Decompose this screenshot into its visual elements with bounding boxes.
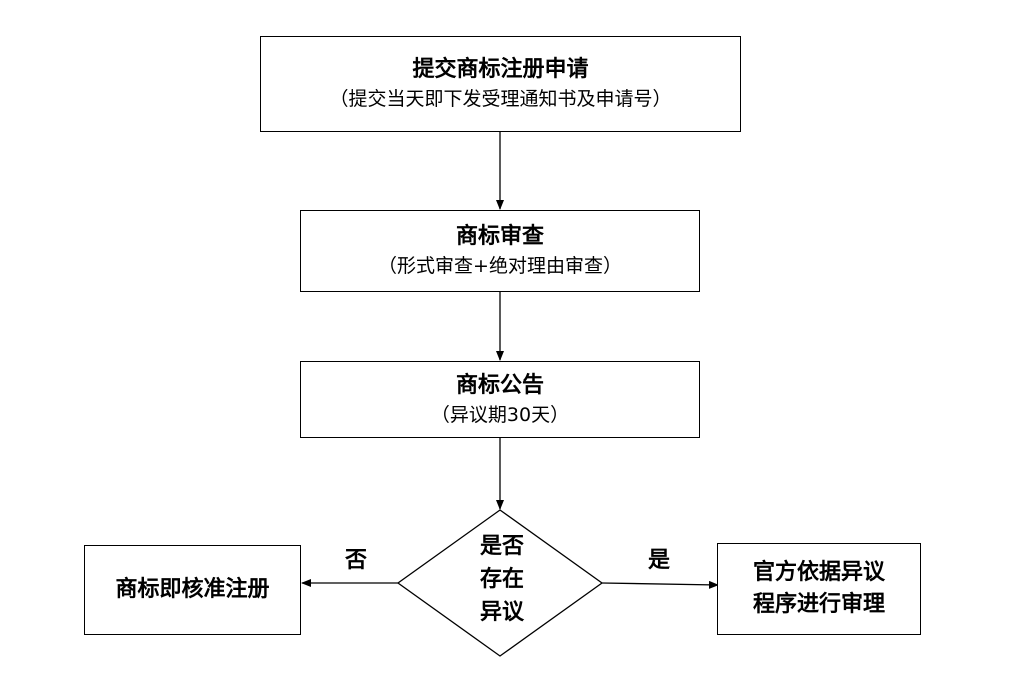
step-trademark-review: 商标审查 （形式审查+绝对理由审查） bbox=[300, 210, 700, 292]
step-trademark-announcement: 商标公告 （异议期30天） bbox=[300, 361, 700, 438]
decision-diamond bbox=[396, 509, 604, 657]
decision-yes-label: 是 bbox=[648, 548, 671, 573]
decision-label: 是否 存在 异议 bbox=[479, 534, 524, 625]
step-submit-application: 提交商标注册申请 （提交当天即下发受理通知书及申请号） bbox=[260, 36, 741, 132]
outcome-objection-text: 官方依据异议 程序进行审理 bbox=[752, 560, 885, 617]
step-announce-subtitle: （异议期30天） bbox=[430, 403, 570, 426]
step-review-title: 商标审查 bbox=[455, 224, 544, 249]
outcome-approved-text: 商标即核准注册 bbox=[115, 577, 270, 602]
arrow-decision-yes bbox=[601, 580, 719, 589]
decision-no-label: 否 bbox=[345, 548, 368, 573]
step-submit-title: 提交商标注册申请 bbox=[412, 57, 589, 82]
outcome-approved-registration: 商标即核准注册 bbox=[84, 545, 301, 635]
step-submit-subtitle: （提交当天即下发受理通知书及申请号） bbox=[329, 88, 672, 110]
outcome-objection-review: 官方依据异议 程序进行审理 bbox=[717, 543, 921, 635]
step-announce-title: 商标公告 bbox=[455, 372, 544, 398]
step-review-subtitle: （形式审查+绝对理由审查） bbox=[378, 255, 622, 277]
